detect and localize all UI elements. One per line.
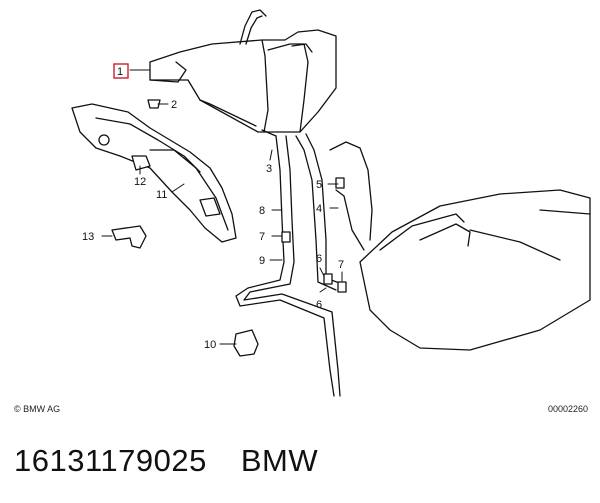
sensor-part-10	[233, 329, 259, 357]
engine-housing	[359, 189, 591, 351]
vent-tube-top	[239, 9, 309, 133]
callout-label-2: 2	[171, 99, 177, 111]
part-number: 16131179025	[14, 443, 207, 478]
parts-diagram: 1 2 3 4 5 6 6 7 7 8 9 10 11 12 13	[71, 9, 591, 397]
callout-label-4: 4	[316, 203, 322, 215]
callout-label-7a: 7	[259, 231, 265, 243]
shield-panel-part-11	[71, 103, 237, 243]
callout-label-6b: 6	[316, 299, 322, 311]
part-caption: 16131179025 BMW	[14, 443, 318, 479]
callout-label-5: 5	[316, 179, 322, 191]
expansion-tank-part	[149, 29, 337, 133]
callout-label-1: 1	[117, 66, 123, 78]
callout-label-7b: 7	[338, 259, 344, 271]
callout-label-11: 11	[156, 189, 167, 201]
callout-label-13: 13	[82, 231, 94, 243]
callout-label-10: 10	[204, 339, 216, 351]
callout-label-9: 9	[259, 255, 265, 267]
callout-label-3: 3	[266, 163, 272, 175]
clip-part-12	[131, 155, 151, 171]
brand-name: BMW	[240, 443, 319, 478]
callout-label-6a: 6	[316, 253, 322, 265]
callout-label-8: 8	[259, 205, 265, 217]
hose-line-left	[235, 129, 341, 397]
bracket-part-13	[111, 225, 147, 249]
cap-part-2	[147, 99, 161, 109]
leader-lines	[101, 69, 343, 345]
callout-label-12: 12	[134, 176, 146, 188]
copyright-text: © BMW AG	[14, 404, 61, 414]
document-number: 00002260	[547, 404, 588, 414]
fittings-parts-5-6-7	[281, 177, 347, 293]
callout-1-highlight-box	[113, 63, 129, 79]
